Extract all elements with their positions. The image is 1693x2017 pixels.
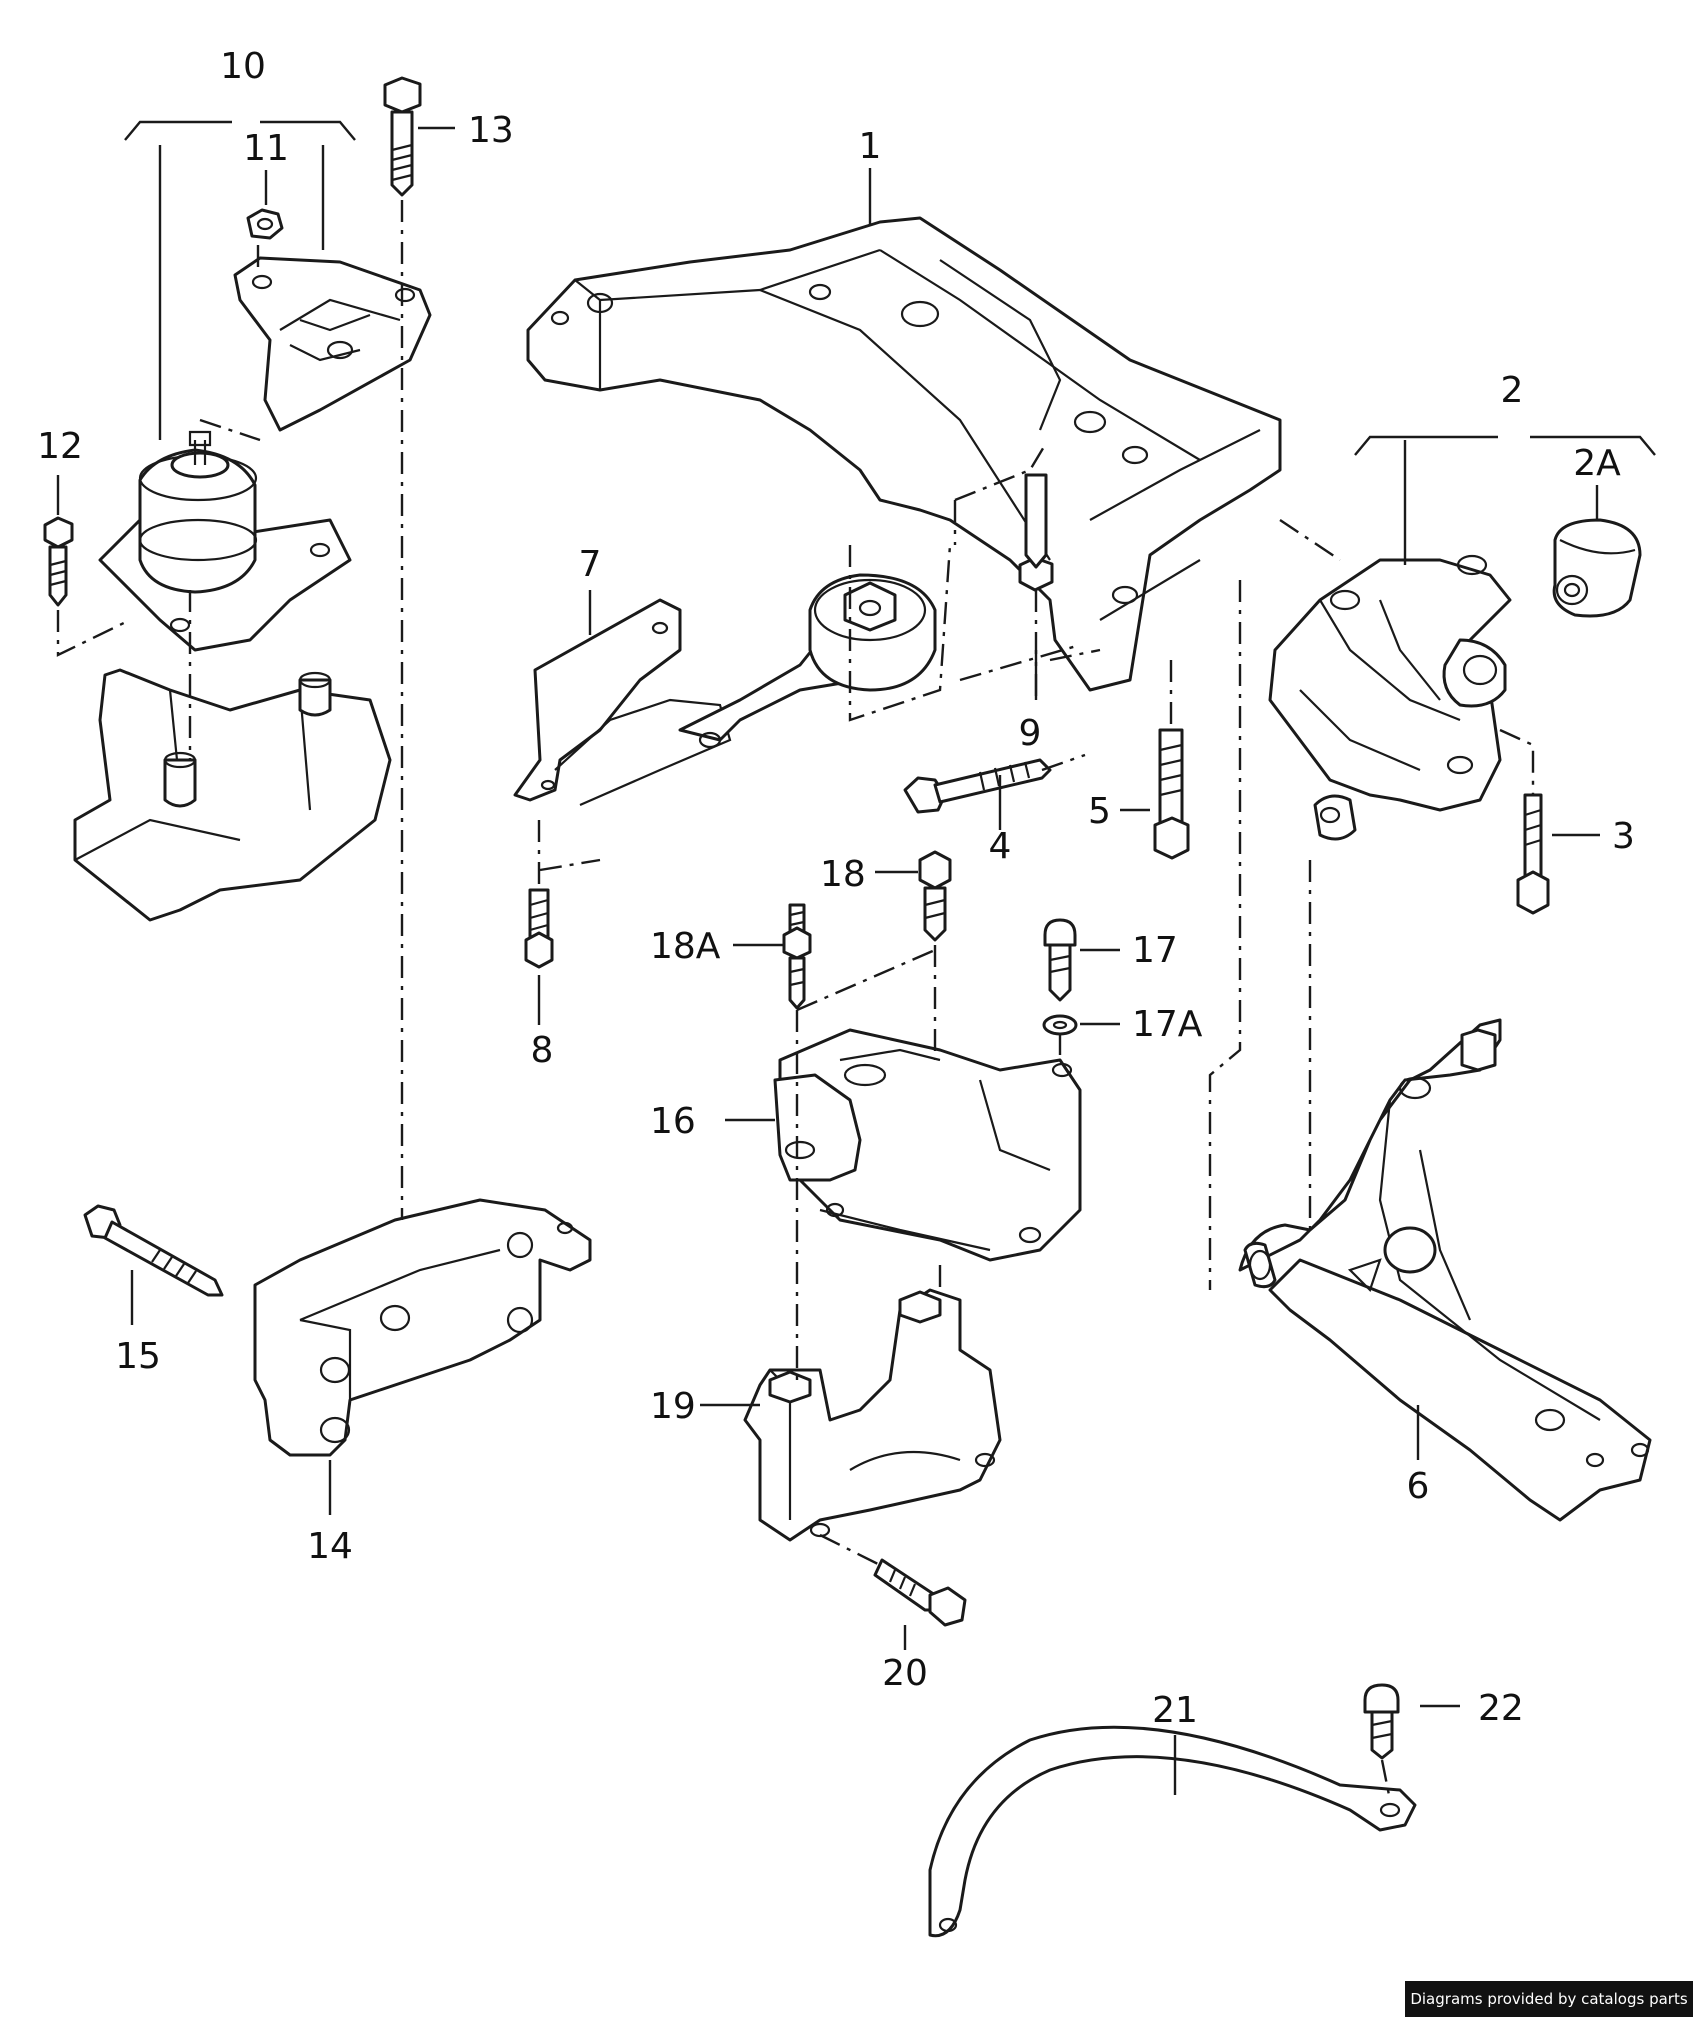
label-16: 16 (650, 1101, 696, 1142)
label-2: 2 (1501, 370, 1524, 411)
label-13: 13 (468, 110, 514, 151)
label-12: 12 (37, 426, 83, 467)
wishbone-bracket-part-2 (1268, 554, 1512, 841)
stud-part-18A (782, 903, 812, 1010)
gearbox-bracket-part-14 (253, 1198, 592, 1457)
label-18A: 18A (650, 926, 721, 967)
label-14: 14 (307, 1526, 353, 1567)
label-22: 22 (1478, 1688, 1524, 1729)
engine-mount-part-10 (98, 430, 352, 652)
bushing-part-2A (1552, 518, 1642, 618)
bolt-part-9 (1018, 473, 1054, 592)
label-19: 19 (650, 1386, 696, 1427)
nut-part-11 (246, 208, 284, 240)
control-arm-part-6 (1238, 1018, 1652, 1522)
label-18: 18 (820, 854, 866, 895)
strut-part-21 (928, 1725, 1417, 1938)
bolt-part-20 (873, 1558, 967, 1627)
bolt-part-4 (903, 758, 1052, 814)
bolt-part-3 (1516, 793, 1550, 915)
bracket-part-7 (513, 598, 732, 807)
bolt-part-15 (83, 1204, 224, 1297)
label-15: 15 (115, 1336, 161, 1377)
label-3: 3 (1612, 816, 1635, 857)
label-2A: 2A (1573, 443, 1621, 484)
leader-lines (56, 120, 1656, 1795)
part-labels: 10 11 13 12 1 2 2A 3 4 5 6 7 8 9 18 18A … (37, 46, 1635, 1731)
label-5: 5 (1088, 791, 1111, 832)
diagram-credit: Diagrams provided by catalogs parts (1405, 1981, 1693, 2017)
bolt-part-13 (383, 76, 422, 197)
label-20: 20 (882, 1653, 928, 1694)
engine-block (73, 668, 392, 922)
label-11: 11 (243, 128, 289, 169)
mount-bracket-part-19 (743, 1288, 1002, 1542)
bolt-part-22 (1363, 1683, 1400, 1760)
label-21: 21 (1152, 1690, 1198, 1731)
label-17: 17 (1132, 930, 1178, 971)
label-1: 1 (859, 126, 882, 167)
bolt-part-8 (524, 888, 554, 969)
label-6: 6 (1407, 1466, 1430, 1507)
bolt-part-12 (43, 516, 74, 607)
label-4: 4 (989, 826, 1012, 867)
gearbox-mount-part-16 (773, 1028, 1082, 1262)
bolt-part-17 (1043, 918, 1077, 1002)
bolt-part-5 (1153, 728, 1190, 860)
washer-part-17A (1042, 1014, 1078, 1036)
pendulum-support (678, 573, 937, 749)
label-17A: 17A (1132, 1004, 1203, 1045)
label-9: 9 (1019, 713, 1042, 754)
bolt-part-18 (918, 850, 952, 942)
label-8: 8 (531, 1030, 554, 1071)
label-7: 7 (579, 544, 602, 585)
subframe-part-1 (526, 216, 1282, 692)
label-10: 10 (220, 46, 266, 87)
engine-mount-bracket (233, 256, 432, 432)
